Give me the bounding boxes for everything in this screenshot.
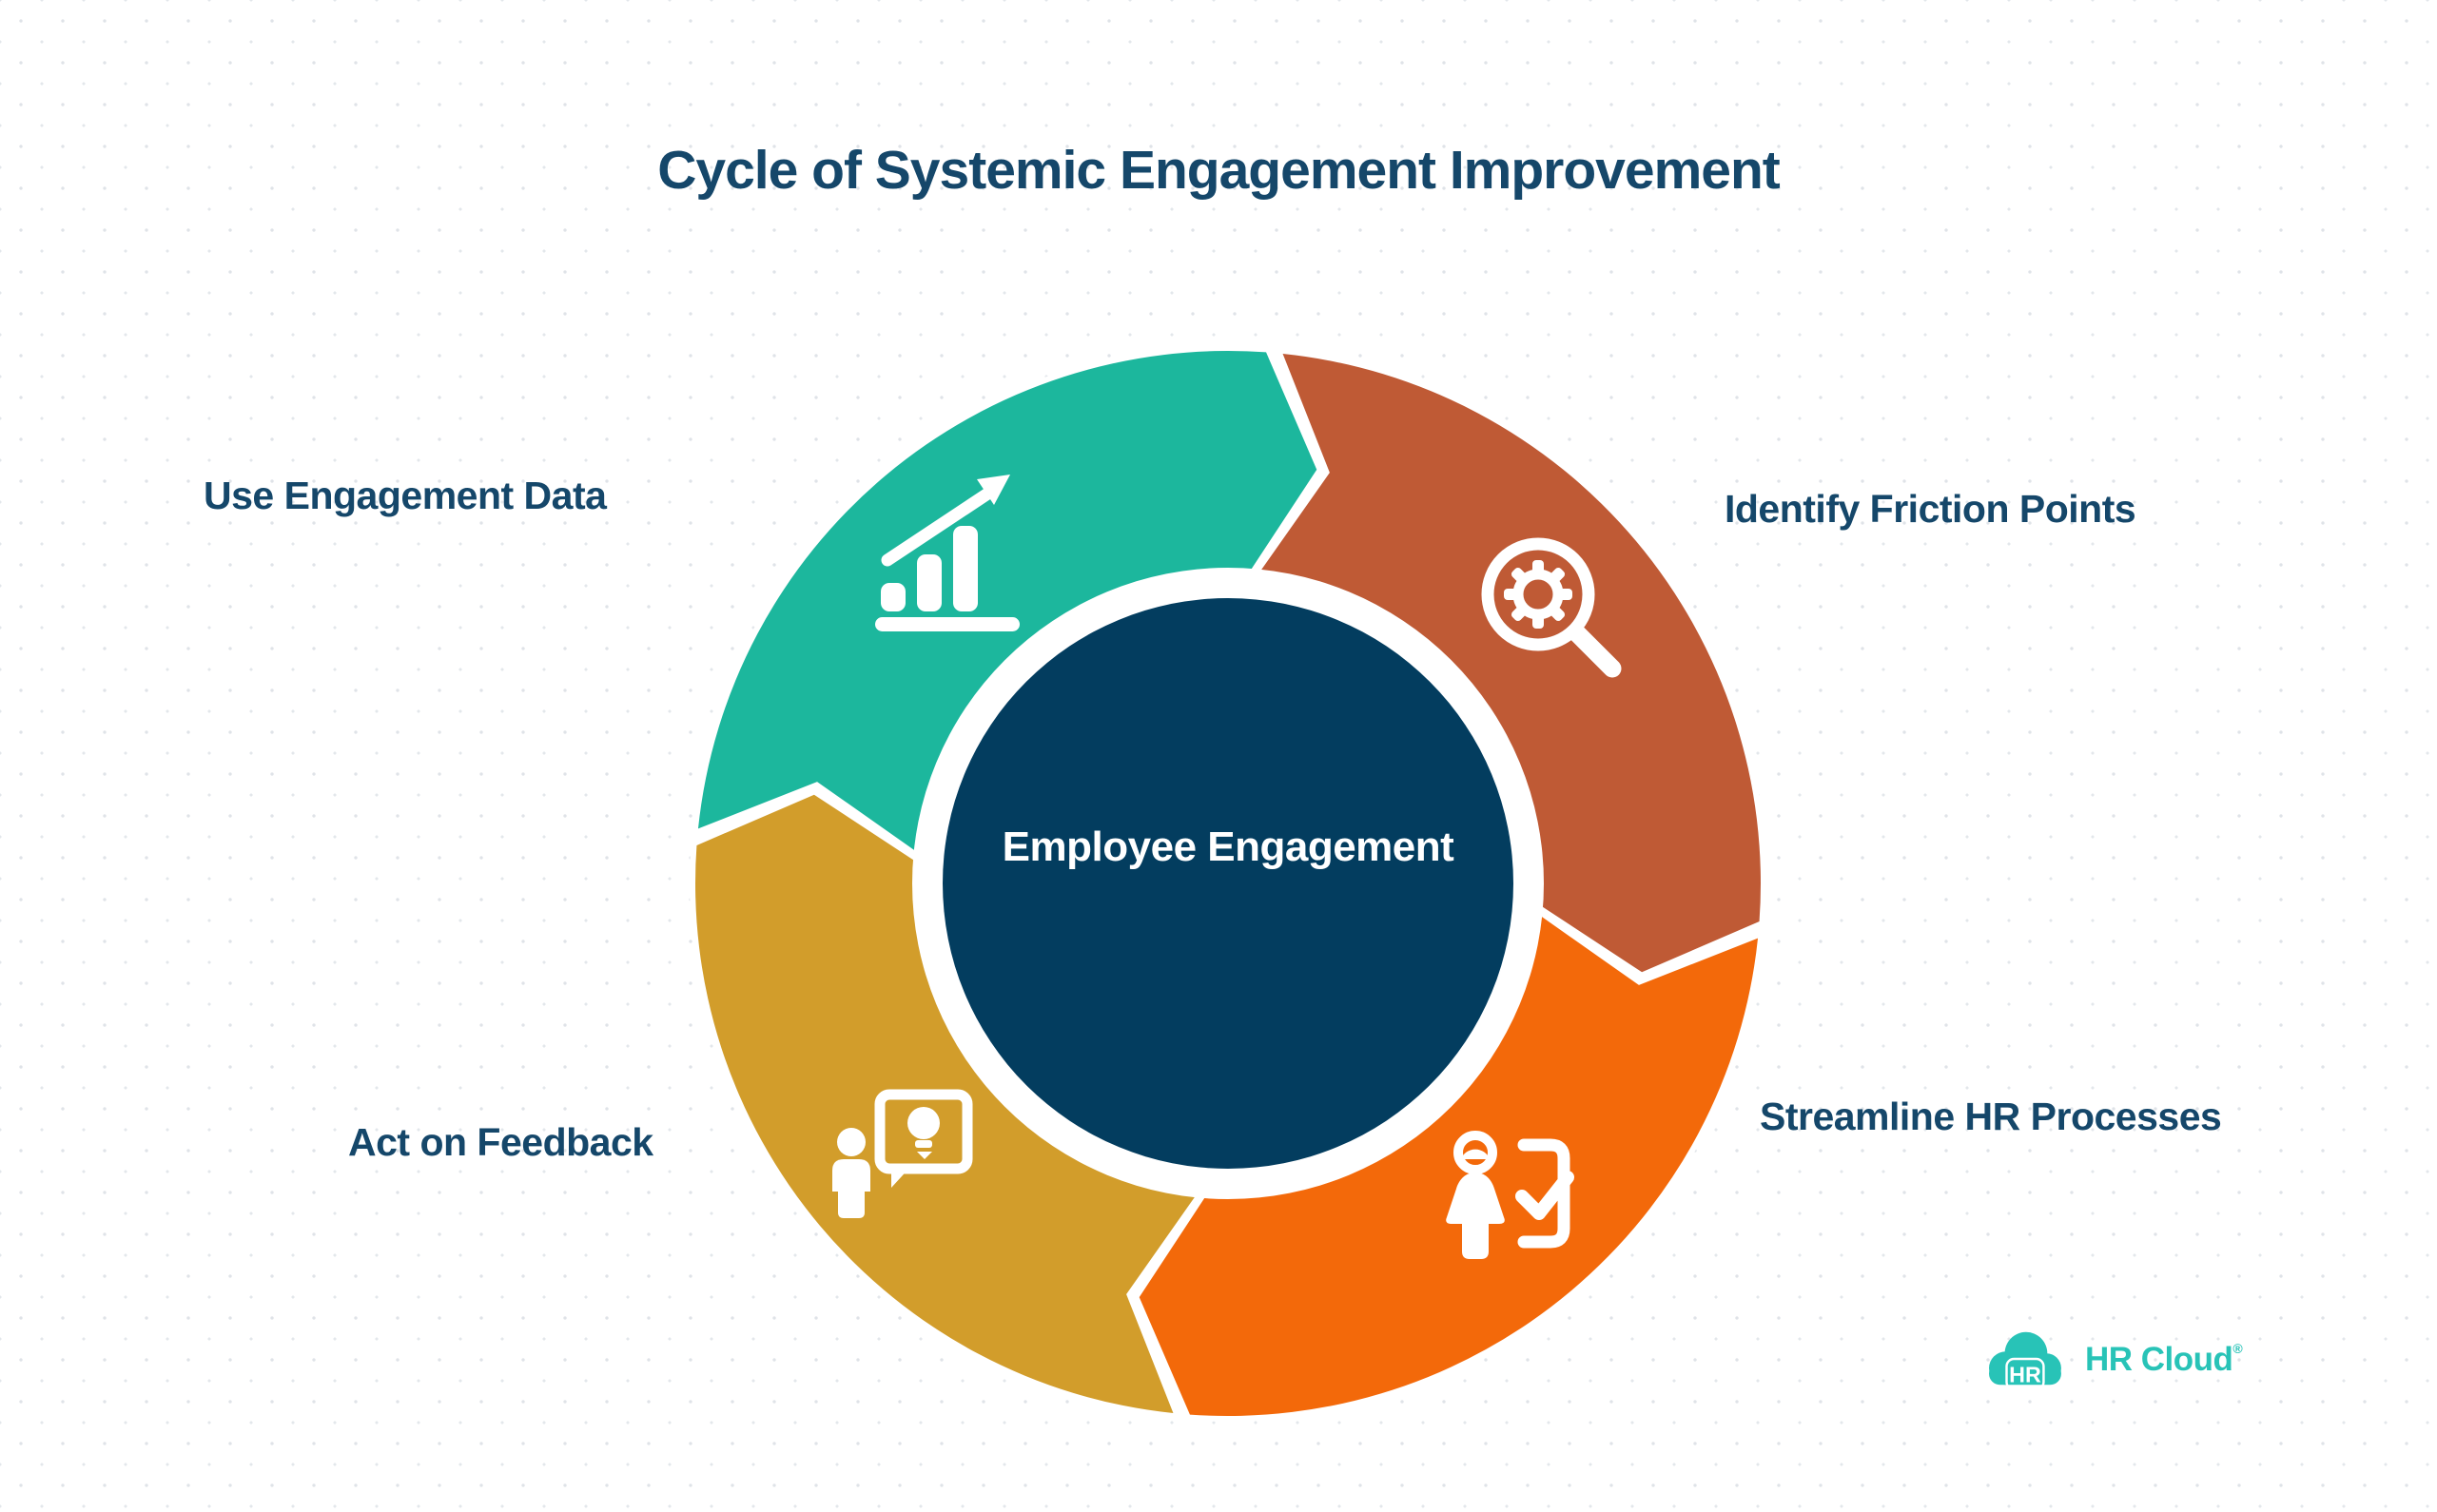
step-label-identify-friction-points: Identify Friction Points bbox=[1725, 487, 2136, 531]
cycle-wheel-diagram bbox=[657, 313, 1799, 1454]
growth-chart-icon bbox=[875, 475, 1020, 631]
center-circle bbox=[943, 598, 1513, 1169]
logo-brand-name: HR Cloud® bbox=[2085, 1341, 2243, 1379]
hr-cloud-logo: HR HR Cloud® bbox=[1977, 1326, 2243, 1394]
page-title: Cycle of Systemic Engagement Improvement bbox=[657, 140, 1781, 201]
step-label-act-on-feedback: Act on Feedback bbox=[348, 1120, 653, 1164]
registered-mark: ® bbox=[2232, 1341, 2243, 1356]
step-label-use-engagement-data: Use Engagement Data bbox=[204, 474, 607, 517]
logo-brand-text: HR Cloud bbox=[2085, 1341, 2233, 1378]
gear-magnifier-icon bbox=[1481, 537, 1622, 678]
person-checklist-icon bbox=[1446, 1131, 1574, 1259]
step-label-streamline-hr-processes: Streamline HR Processes bbox=[1760, 1095, 2222, 1138]
logo-cloud-text: HR bbox=[2009, 1362, 2041, 1386]
person-feedback-icon bbox=[832, 1089, 973, 1218]
hr-cloud-cloud-icon: HR bbox=[1989, 1331, 2061, 1391]
